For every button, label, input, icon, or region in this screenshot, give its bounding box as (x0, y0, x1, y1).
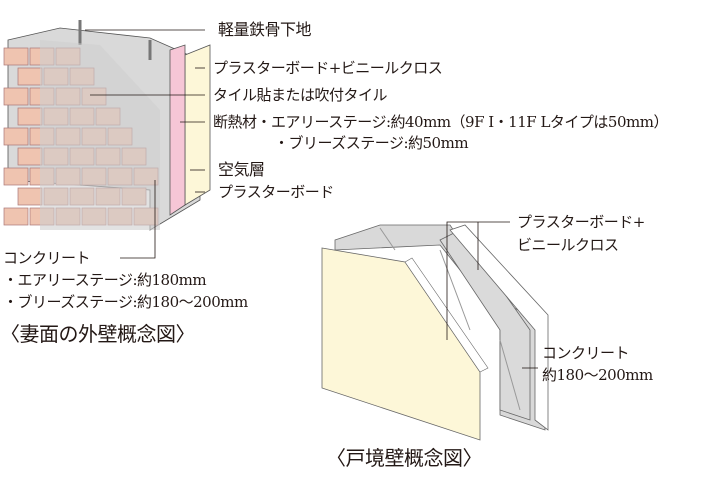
label-tile: タイル貼または吹付タイル (213, 86, 388, 104)
label-air-layer: 空気層 (218, 160, 265, 179)
label-party-cloth: ビニールクロス (517, 236, 619, 254)
brick-tile (17, 67, 43, 86)
brick-tile (17, 147, 43, 166)
label-concrete-breeze: ・ブリーズステージ:約180〜200mm (3, 293, 248, 311)
label-insulation-1: 断熱材・エアリーステージ:約40mm（9F I・11F Lタイプは50mm） (213, 113, 668, 131)
brick-tile (17, 187, 43, 206)
brick-tile (3, 87, 29, 106)
label-party-concrete: コンクリート (542, 344, 630, 362)
label-insulation-2: ・ブリーズステージ:約50mm (274, 134, 469, 152)
brick-tile (17, 107, 43, 126)
brick-tile (3, 167, 29, 186)
label-concrete: コンクリート (3, 249, 91, 267)
label-board-cloth: プラスターボード+ビニールクロス (213, 59, 443, 77)
label-party-concrete-thickness: 約180〜200mm (542, 366, 653, 384)
brick-tile (3, 207, 29, 226)
caption-party-wall: 〈戸境壁概念図〉 (326, 446, 483, 470)
label-steel-frame: 軽量鉄骨下地 (218, 20, 312, 39)
label-party-board: プラスターボード+ (517, 213, 645, 231)
party-wall-drawing (321, 221, 549, 441)
brick-tile (3, 47, 29, 66)
exterior-wall-drawing (3, 20, 211, 259)
label-plaster-board: プラスターボード (218, 183, 334, 201)
label-concrete-airy: ・エアリーステージ:約180mm (3, 271, 207, 289)
brick-tile (3, 127, 29, 146)
caption-exterior-wall: 〈妻面の外壁概念図〉 (0, 322, 196, 346)
